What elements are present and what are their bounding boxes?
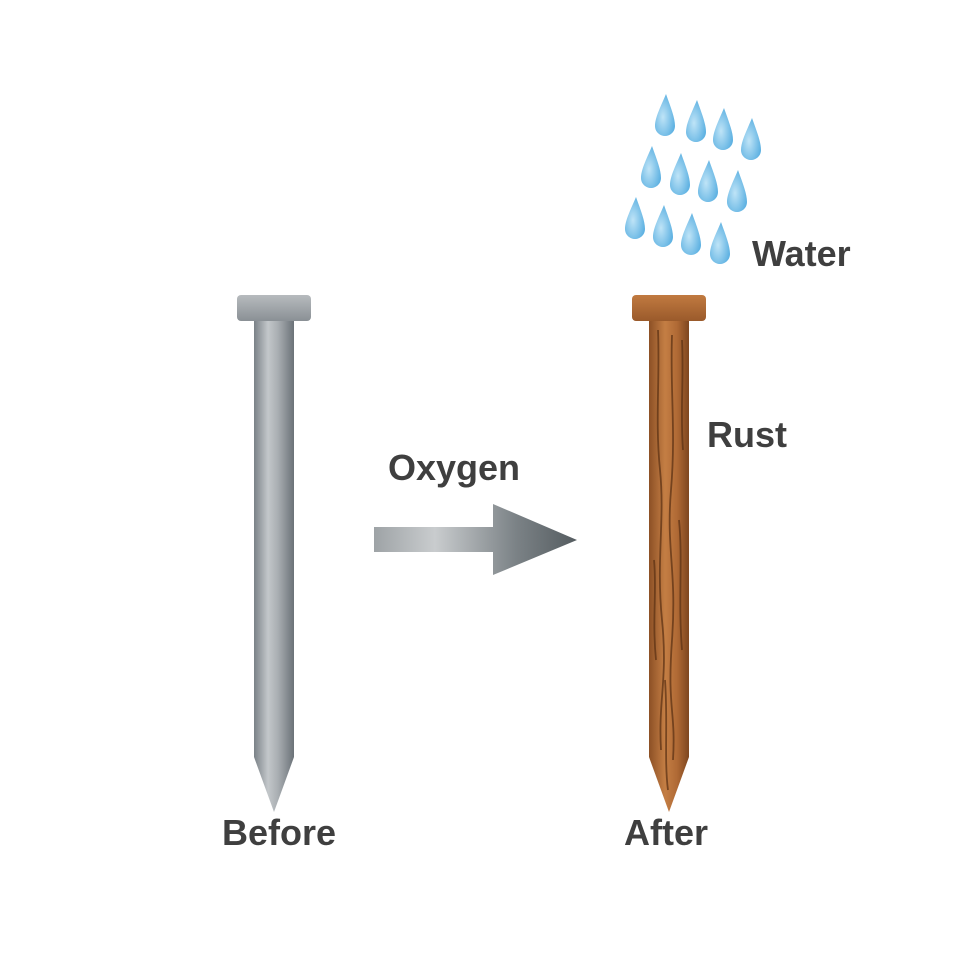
water-drop-icon <box>625 94 761 264</box>
after-label: After <box>624 812 709 853</box>
rusty-nail-icon <box>632 295 706 812</box>
arrow-right-icon <box>374 504 577 575</box>
oxygen-label: Oxygen <box>388 447 521 488</box>
steel-nail-icon <box>237 295 311 812</box>
rust-label: Rust <box>707 414 787 455</box>
before-label: Before <box>222 812 337 853</box>
water-label: Water <box>752 233 851 274</box>
